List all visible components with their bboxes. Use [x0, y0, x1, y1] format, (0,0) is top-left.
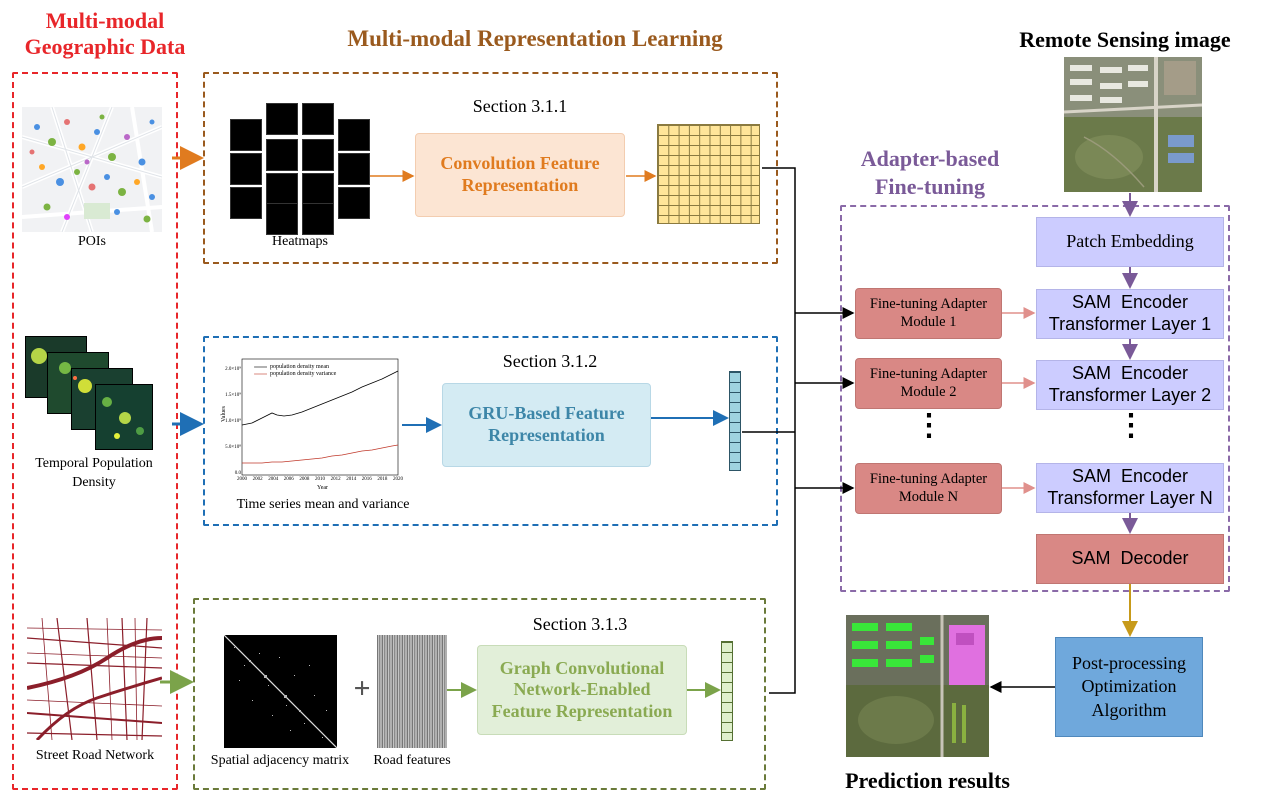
population-stack-image: [25, 336, 165, 454]
gcn-module: Graph Convolutional Network-Enabled Feat…: [477, 645, 687, 735]
chart-xtick: 2006: [283, 477, 294, 482]
adapter-panel: [840, 205, 1230, 592]
patch-embedding: Patch Embedding: [1036, 217, 1224, 267]
adapter-ellipsis: ⋮: [914, 409, 944, 442]
chart-legend-mean: population density mean: [270, 364, 329, 370]
sam-encoder-layer-2: SAM Encoder Transformer Layer 2: [1036, 360, 1224, 410]
chart-xtick: 2014: [346, 477, 357, 482]
chart-xtick: 2012: [330, 477, 341, 482]
chart-xtick: 2008: [299, 477, 310, 482]
chart-xtick: 2016: [361, 477, 372, 482]
road-label: Street Road Network: [35, 748, 155, 763]
road-features-image: [377, 635, 447, 748]
time-series-chart: population density mean population densi…: [221, 355, 403, 495]
section3-label: Section 3.1.3: [532, 614, 628, 634]
road-features-label: Road features: [373, 753, 451, 768]
chart-ytick: 0.0: [234, 471, 241, 476]
prediction-title: Prediction results: [845, 768, 1010, 793]
gcn-vector: [721, 641, 733, 741]
chart-xtick: 2004: [268, 477, 279, 482]
post-processing-module: Post-processing Optimization Algorithm: [1055, 637, 1203, 737]
series-mean-line: [241, 370, 399, 426]
time-series-caption: Time series mean and variance: [236, 497, 410, 512]
representation-title: Multi-modal Representation Learning: [347, 26, 723, 51]
population-label: Temporal Population Density: [35, 456, 153, 490]
sam-encoder-layer-n: SAM Encoder Transformer Layer N: [1036, 463, 1224, 513]
chart-xtick: 2018: [377, 477, 388, 482]
poi-label: POIs: [77, 234, 106, 249]
chart-legend-var: population density variance: [270, 371, 337, 377]
section3-panel: [193, 598, 766, 790]
sam-encoder-layer-1: SAM Encoder Transformer Layer 1: [1036, 289, 1224, 339]
series-variance-line: [242, 444, 399, 464]
chart-ytick: 1.5×10⁹: [225, 393, 241, 398]
sam-decoder: SAM Decoder: [1036, 534, 1224, 584]
sam-ellipsis: ⋮: [1116, 409, 1146, 442]
plus-sign: +: [353, 672, 371, 705]
adjacency-matrix-image: [224, 635, 337, 748]
chart-xlabel: Year: [317, 485, 329, 491]
adapter-module-2: Fine-tuning Adapter Module 2: [855, 358, 1002, 409]
road-network-image: [27, 618, 162, 740]
chart-xtick: 2002: [252, 477, 263, 482]
remote-sensing-title: Remote Sensing image: [1019, 27, 1231, 52]
heatmaps-image: [230, 103, 370, 235]
convolution-module: Convolution Feature Representation: [415, 133, 625, 217]
chart-ytick: 1.0×10⁹: [225, 419, 241, 424]
geo-data-title: Multi-modal Geographic Data: [24, 8, 186, 60]
adapter-module-1: Fine-tuning Adapter Module 1: [855, 288, 1002, 339]
geo-data-panel: [12, 72, 178, 790]
chart-xtick: 2010: [315, 477, 325, 482]
poi-map-image: [22, 107, 162, 232]
feature-grid: [657, 124, 760, 224]
prediction-image: [846, 615, 989, 757]
gru-vector: [729, 371, 741, 471]
section2-label: Section 3.1.2: [502, 351, 598, 371]
chart-ytick: 2.0×10⁹: [225, 367, 241, 372]
section1-label: Section 3.1.1: [472, 96, 568, 116]
chart-xtick: 2020: [393, 477, 403, 482]
chart-ytick: 5.0×10⁸: [225, 445, 241, 450]
adjacency-label: Spatial adjacency matrix: [210, 753, 350, 768]
adapter-module-n: Fine-tuning Adapter Module N: [855, 463, 1002, 514]
remote-sensing-image: [1064, 57, 1202, 192]
chart-xtick: 2000: [237, 477, 247, 482]
gru-module: GRU-Based Feature Representation: [442, 383, 651, 467]
heatmaps-label: Heatmaps: [272, 234, 328, 249]
adapter-title: Adapter-based Fine-tuning: [860, 146, 1000, 199]
